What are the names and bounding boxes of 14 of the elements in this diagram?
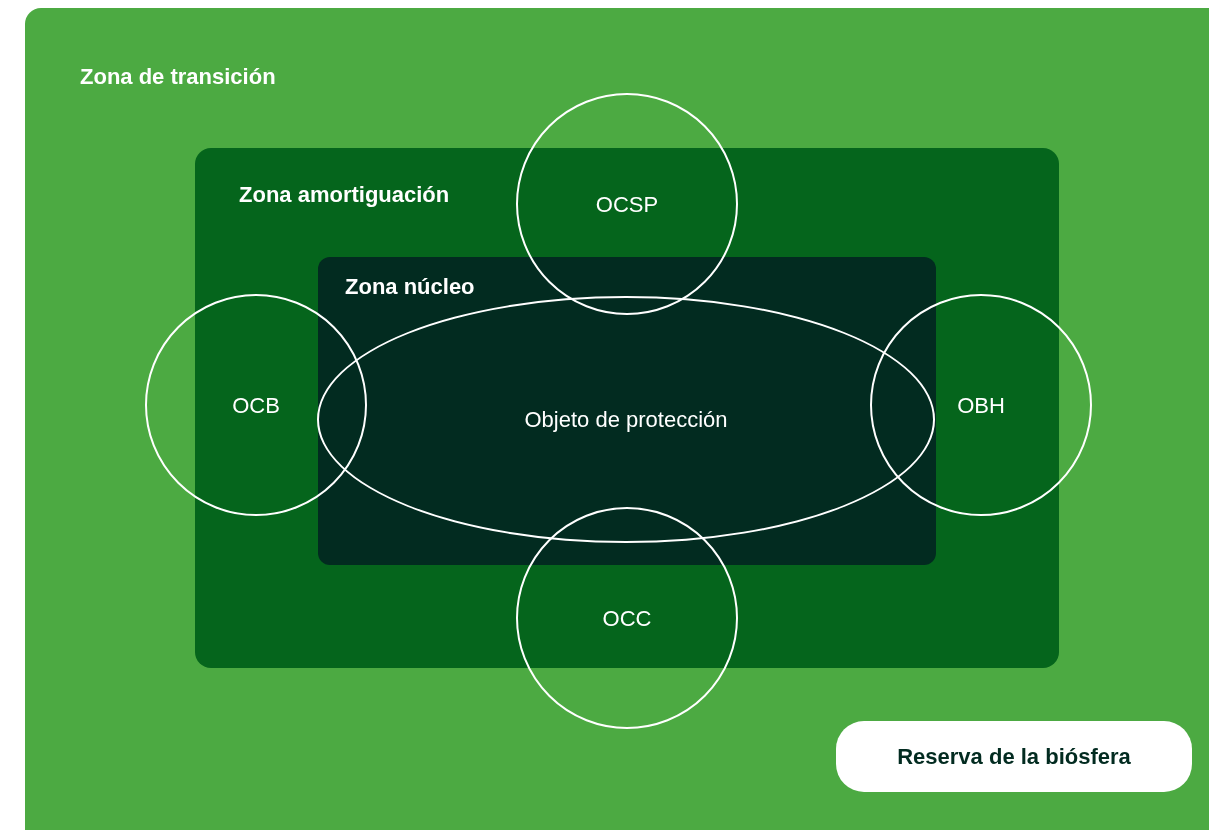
- legend-pill: [836, 721, 1192, 792]
- circle-label: OBH: [957, 391, 1005, 420]
- circle-label: OCSP: [595, 190, 659, 219]
- protection-ellipse: [317, 296, 935, 543]
- transition-zone-panel: [25, 8, 1209, 830]
- core-zone-panel: [318, 257, 936, 565]
- zone-heading: Zona núcleo: [345, 274, 475, 299]
- circle-label: OCB: [232, 391, 280, 420]
- ellipse-label: Objeto de protección: [524, 406, 728, 434]
- zone-heading: Zona de transición: [80, 64, 276, 89]
- circle-label: OCC: [602, 604, 652, 633]
- zone-heading: Zona amortiguación: [239, 182, 450, 207]
- buffer-zone-panel: [195, 148, 1059, 668]
- pill-label: Reserva de la biósfera: [897, 743, 1131, 771]
